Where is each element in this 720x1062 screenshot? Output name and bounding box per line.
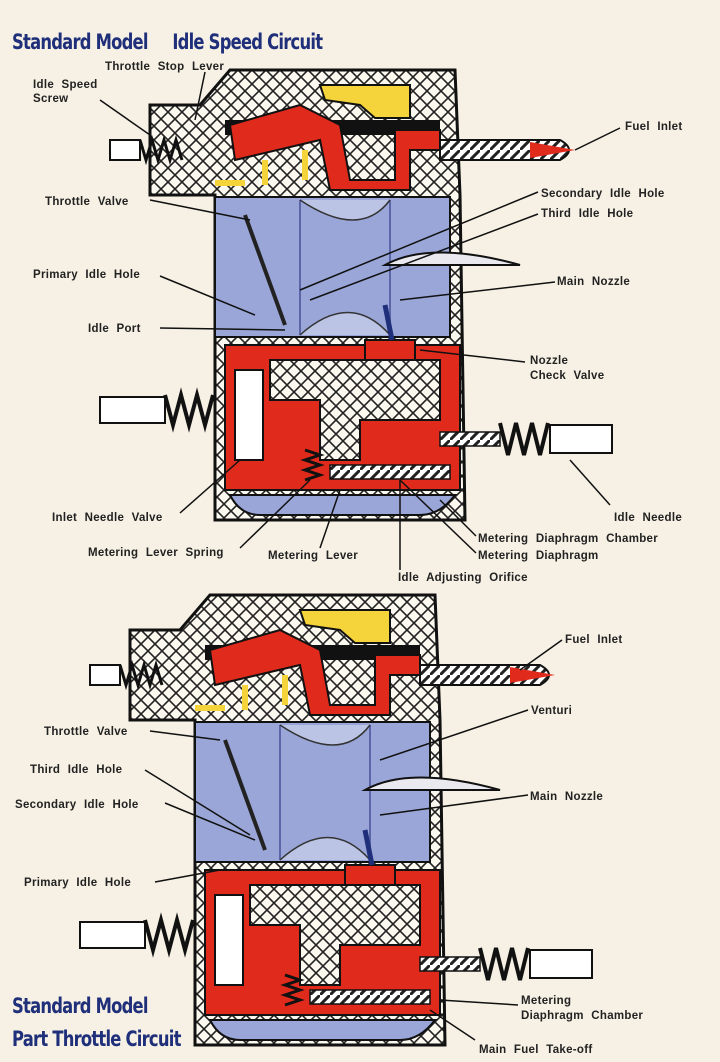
label-fuel-inlet-2: Fuel Inlet — [565, 634, 623, 646]
label-inlet-needle-valve: Inlet Needle Valve — [52, 512, 163, 524]
label-throttle-valve-2: Throttle Valve — [44, 726, 128, 738]
label-metering-diaphragm-chamber-2b: Diaphragm Chamber — [521, 1010, 644, 1022]
idle-circuit-carburetor — [100, 70, 612, 520]
label-fuel-inlet: Fuel Inlet — [625, 121, 683, 133]
label-primary-idle-hole: Primary Idle Hole — [33, 269, 141, 281]
label-metering-diaphragm-chamber: Metering Diaphragm Chamber — [478, 533, 659, 545]
label-main-nozzle-2: Main Nozzle — [530, 791, 604, 803]
label-metering-lever: Metering Lever — [268, 550, 359, 562]
label-metering-diaphragm: Metering Diaphragm — [478, 550, 599, 562]
label-throttle-valve: Throttle Valve — [45, 196, 129, 208]
label-idle-speed-screw: Idle Speed — [33, 79, 98, 91]
label-primary-idle-hole-2: Primary Idle Hole — [24, 877, 132, 889]
title-model: Standard Model — [12, 30, 149, 54]
label-secondary-idle-hole-2: Secondary Idle Hole — [15, 799, 139, 811]
diagram-title-bottom-2: Part Throttle Circuit — [12, 1027, 181, 1051]
label-idle-port: Idle Port — [88, 323, 141, 335]
label-nozzle-check-valve-2: Check Valve — [530, 370, 605, 382]
label-idle-needle: Idle Needle — [614, 512, 683, 524]
label-idle-adjusting-orifice: Idle Adjusting Orifice — [398, 572, 528, 584]
label-secondary-idle-hole: Secondary Idle Hole — [541, 188, 665, 200]
label-idle-speed-screw-2: Screw — [33, 93, 69, 105]
diagram-title-bottom-1: Standard Model — [12, 994, 149, 1018]
label-main-nozzle: Main Nozzle — [557, 276, 631, 288]
part-throttle-carburetor — [80, 595, 592, 1045]
title-circuit: Idle Speed Circuit — [172, 30, 323, 54]
leader-lines — [99, 71, 621, 1041]
label-throttle-stop-lever: Throttle Stop Lever — [105, 61, 225, 73]
label-metering-diaphragm-chamber-2: Metering — [521, 995, 572, 1007]
label-main-fuel-takeoff: Main Fuel Take-off — [479, 1044, 593, 1056]
diagram-title-top: Standard Model Idle Speed Circuit — [12, 30, 323, 54]
label-third-idle-hole: Third Idle Hole — [541, 208, 634, 220]
label-venturi: Venturi — [531, 705, 573, 717]
label-nozzle-check-valve: Nozzle — [530, 355, 569, 367]
label-third-idle-hole-2: Third Idle Hole — [30, 764, 123, 776]
label-metering-lever-spring: Metering Lever Spring — [88, 547, 224, 559]
